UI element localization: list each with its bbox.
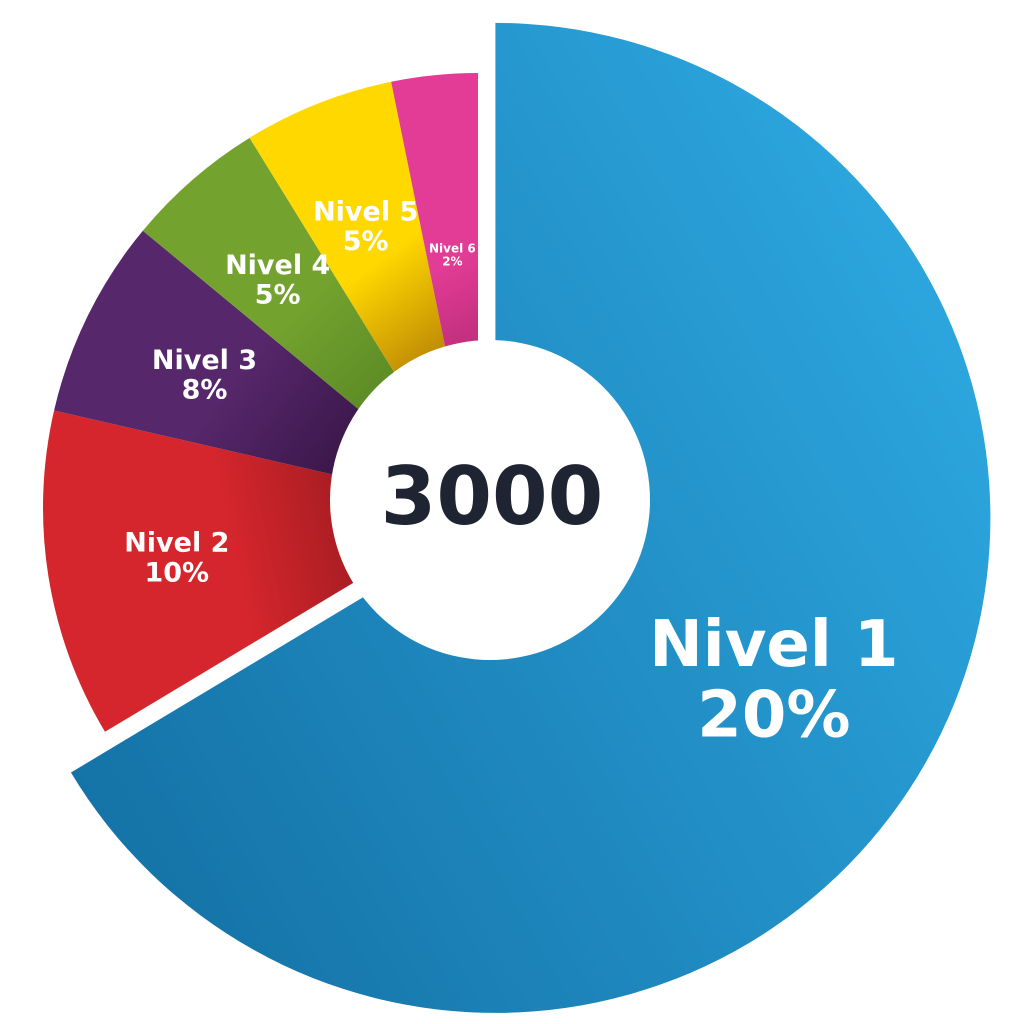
slice-value-nivel-1: 20%	[697, 678, 850, 752]
slice-value-nivel-3: 8%	[182, 375, 228, 406]
slice-value-nivel-5: 5%	[343, 226, 389, 257]
center-hole	[330, 340, 650, 660]
slice-name-nivel-3: Nivel 3	[152, 345, 257, 376]
center-value: 3000	[381, 450, 604, 543]
slice-value-nivel-6: 2%	[442, 255, 462, 269]
slice-value-nivel-4: 5%	[255, 280, 301, 311]
slice-name-nivel-1: Nivel 1	[649, 608, 898, 682]
slice-name-nivel-2: Nivel 2	[124, 528, 229, 559]
slice-name-nivel-6: Nivel 6	[429, 242, 476, 256]
slice-name-nivel-4: Nivel 4	[225, 250, 330, 281]
slice-value-nivel-2: 10%	[144, 557, 209, 588]
slice-name-nivel-5: Nivel 5	[313, 196, 418, 227]
